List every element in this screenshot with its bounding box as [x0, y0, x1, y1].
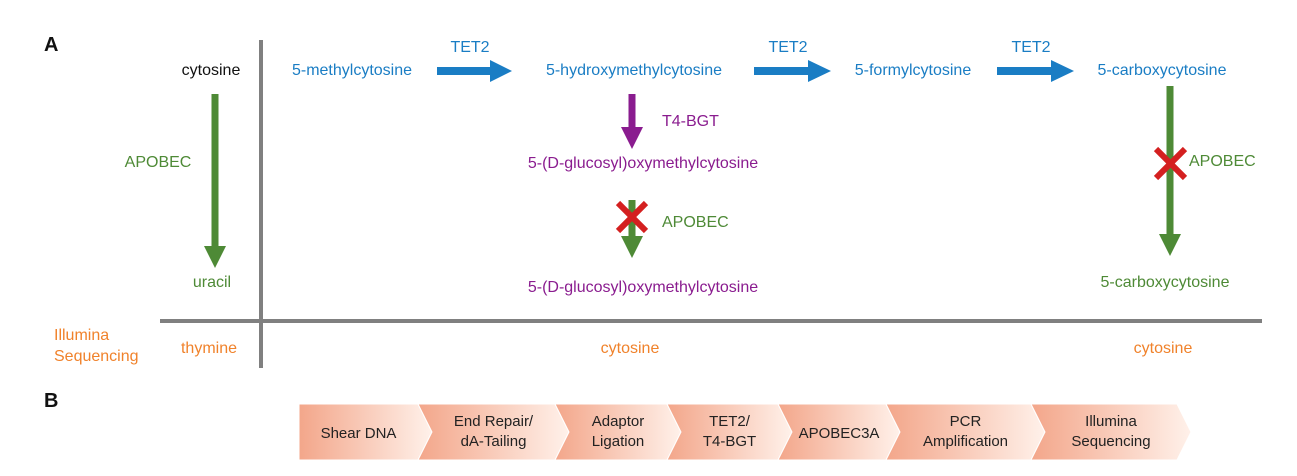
blocked-x-icon-mid — [615, 200, 649, 234]
panel-b-label: B — [44, 390, 58, 412]
seq-cytosine-mid-label: cytosine — [601, 340, 660, 357]
workflow-step-label: Adaptor — [592, 413, 645, 430]
illumina-label-line1: Illumina — [54, 327, 109, 344]
methylcytosine-label: 5-methylcytosine — [292, 62, 412, 79]
seq-thymine-label: thymine — [181, 340, 237, 357]
tet2-label-3: TET2 — [1011, 39, 1050, 56]
tet2-label-2: TET2 — [768, 39, 807, 56]
t4-bgt-arrow — [621, 94, 643, 149]
workflow-step-label: dA-Tailing — [461, 433, 527, 450]
tet2-arrow-3 — [997, 60, 1074, 82]
sequencing-label-line2: Sequencing — [54, 348, 139, 365]
hydroxymethylcytosine-label: 5-hydroxymethylcytosine — [546, 62, 722, 79]
carboxycytosine-label: 5-carboxycytosine — [1098, 62, 1227, 79]
glucosyl-hmc-label: 5-(D-glucosyl)oxymethylcytosine — [528, 155, 758, 172]
workflow-step-label: Illumina — [1085, 413, 1137, 430]
workflow-step-label: Ligation — [592, 433, 645, 450]
cytosine-label: cytosine — [182, 62, 241, 79]
workflow-step-label: Shear DNA — [321, 425, 397, 442]
apobec-left-arrow — [204, 94, 226, 268]
t4-bgt-label: T4-BGT — [662, 113, 719, 130]
formylcytosine-label: 5-formylcytosine — [855, 62, 972, 79]
apobec-right-label: APOBEC — [1189, 153, 1256, 170]
apobec-left-label: APOBEC — [125, 154, 192, 171]
workflow-step-label: APOBEC3A — [799, 425, 880, 442]
workflow-step-label: T4-BGT — [703, 433, 756, 450]
blocked-x-icon-right — [1153, 146, 1188, 181]
tet2-arrow-2 — [754, 60, 831, 82]
workflow-chevrons: Shear DNA End Repair/dA-Tailing AdaptorLig… — [298, 403, 1192, 461]
glucosyl-hmc-out-label: 5-(D-glucosyl)oxymethylcytosine — [528, 279, 758, 296]
apobec-mid-label: APOBEC — [662, 214, 729, 231]
carboxycytosine-out-label: 5-carboxycytosine — [1101, 274, 1230, 291]
workflow-step-label: TET2/ — [709, 413, 751, 430]
tet2-label-1: TET2 — [450, 39, 489, 56]
workflow-step-label: PCR — [950, 413, 982, 430]
tet2-arrow-1 — [437, 60, 512, 82]
workflow-step-label: End Repair/ — [454, 413, 534, 430]
workflow-step-label: Amplification — [923, 433, 1008, 450]
uracil-label: uracil — [193, 274, 231, 291]
workflow-step-chevron — [1030, 403, 1192, 461]
panel-a-label: A — [44, 34, 58, 56]
workflow-step-label: Sequencing — [1071, 433, 1150, 450]
seq-cytosine-right-label: cytosine — [1134, 340, 1193, 357]
